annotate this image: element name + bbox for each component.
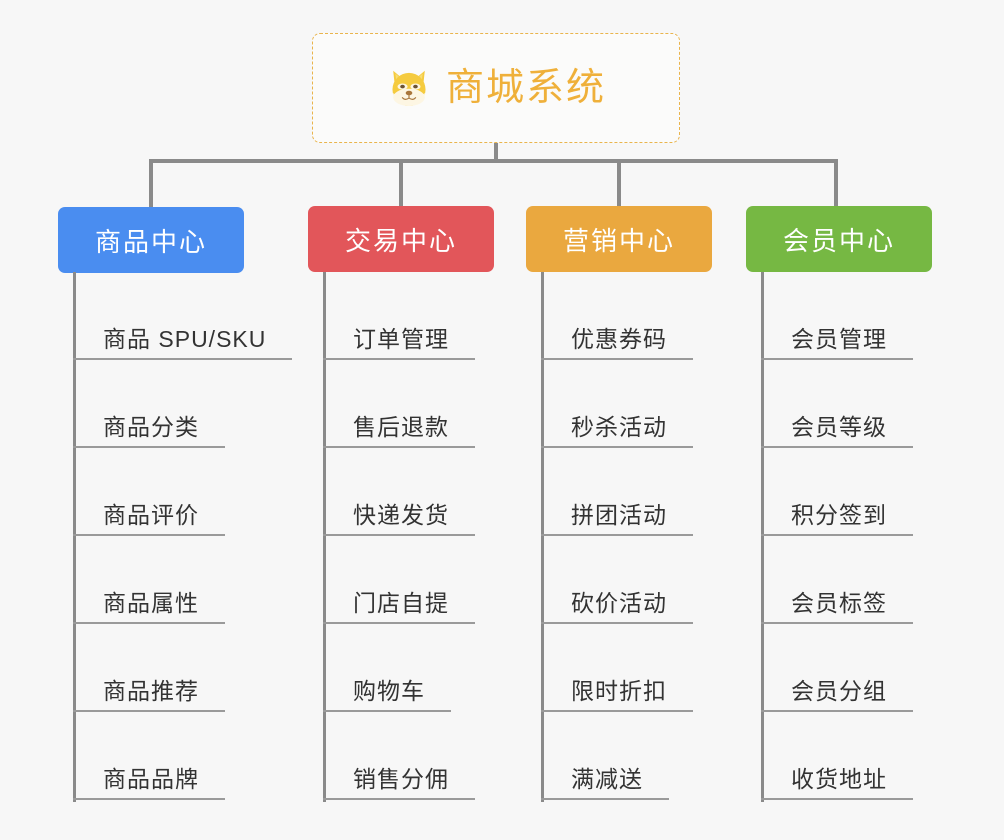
leaf-label: 收货地址 [791, 765, 887, 792]
leaf-item[interactable]: 商品分类 [73, 360, 292, 448]
leaf-item[interactable]: 优惠券码 [541, 272, 693, 360]
leaf-item[interactable]: 会员等级 [761, 360, 913, 448]
leaf-item[interactable]: 商品推荐 [73, 624, 292, 712]
category-header-2[interactable]: 交易中心 [308, 206, 494, 272]
connector-drop-4 [834, 159, 838, 206]
root-node[interactable]: 商城系统 [312, 33, 680, 143]
leaf-label: 商品分类 [103, 413, 199, 440]
leaf-item[interactable]: 快递发货 [323, 448, 475, 536]
leaf-label: 快递发货 [353, 501, 449, 528]
leaf-item[interactable]: 商品属性 [73, 536, 292, 624]
connector-trunk [494, 143, 498, 163]
connector-bus [149, 159, 838, 163]
leaf-label: 会员标签 [791, 589, 887, 616]
root-title: 商城系统 [445, 67, 606, 109]
leaf-item[interactable]: 限时折扣 [541, 624, 693, 712]
leaf-item[interactable]: 售后退款 [323, 360, 475, 448]
leaf-item[interactable]: 砍价活动 [541, 536, 693, 624]
leaf-label: 购物车 [353, 677, 425, 704]
connector-drop-3 [617, 159, 621, 206]
branch-spine-2 [323, 272, 326, 802]
leaf-label: 积分签到 [791, 501, 887, 528]
leaf-label: 售后退款 [353, 413, 449, 440]
dog-face-icon [386, 65, 432, 111]
leaf-label: 商品属性 [103, 589, 199, 616]
leaf-label: 会员管理 [791, 325, 887, 352]
category-header-4-label: 会员中心 [782, 225, 895, 256]
leaf-label: 限时折扣 [571, 677, 667, 704]
leaf-item[interactable]: 满减送 [541, 712, 693, 800]
leaf-label: 满减送 [571, 765, 643, 792]
leaf-label: 会员分组 [791, 677, 887, 704]
leaf-label: 门店自提 [353, 589, 449, 616]
leaf-item[interactable]: 拼团活动 [541, 448, 693, 536]
leaf-item[interactable]: 订单管理 [323, 272, 475, 360]
leaf-item[interactable]: 会员管理 [761, 272, 913, 360]
leaf-item[interactable]: 购物车 [323, 624, 475, 712]
leaf-label: 砍价活动 [571, 589, 667, 616]
category-header-4[interactable]: 会员中心 [746, 206, 932, 272]
branch-column-2: 订单管理 售后退款 快递发货 门店自提 购物车 销售分佣 [323, 272, 475, 802]
leaf-label: 商品品牌 [103, 765, 199, 792]
connector-drop-2 [399, 159, 403, 206]
category-header-2-label: 交易中心 [344, 225, 457, 256]
branch-column-1: 商品 SPU/SKU 商品分类 商品评价 商品属性 商品推荐 商品品牌 [73, 272, 293, 802]
leaf-label: 销售分佣 [353, 765, 449, 792]
connector-drop-1 [149, 159, 153, 207]
leaf-item[interactable]: 会员标签 [761, 536, 913, 624]
leaf-label: 订单管理 [353, 325, 449, 352]
branch-spine-1 [73, 272, 76, 802]
branch-spine-3 [541, 272, 544, 802]
leaf-item[interactable]: 商品品牌 [73, 712, 292, 800]
leaf-item[interactable]: 销售分佣 [323, 712, 475, 800]
leaf-item[interactable]: 收货地址 [761, 712, 913, 800]
category-header-1[interactable]: 商品中心 [58, 207, 244, 273]
leaf-item[interactable]: 商品评价 [73, 448, 292, 536]
leaf-label: 商品评价 [103, 501, 199, 528]
branch-column-3: 优惠券码 秒杀活动 拼团活动 砍价活动 限时折扣 满减送 [541, 272, 693, 802]
leaf-label: 会员等级 [791, 413, 887, 440]
branch-spine-4 [761, 272, 764, 802]
category-header-1-label: 商品中心 [94, 226, 207, 257]
category-header-3-label: 营销中心 [562, 225, 675, 256]
leaf-item[interactable]: 商品 SPU/SKU [73, 272, 293, 360]
leaf-item[interactable]: 秒杀活动 [541, 360, 693, 448]
leaf-label: 拼团活动 [571, 501, 667, 528]
leaf-label: 秒杀活动 [571, 413, 667, 440]
leaf-label: 商品推荐 [103, 677, 199, 704]
leaf-item[interactable]: 会员分组 [761, 624, 913, 712]
leaf-label: 优惠券码 [571, 325, 667, 352]
category-header-3[interactable]: 营销中心 [526, 206, 712, 272]
leaf-item[interactable]: 积分签到 [761, 448, 913, 536]
leaf-label: 商品 SPU/SKU [103, 325, 267, 352]
leaf-item[interactable]: 门店自提 [323, 536, 475, 624]
branch-column-4: 会员管理 会员等级 积分签到 会员标签 会员分组 收货地址 [761, 272, 913, 802]
